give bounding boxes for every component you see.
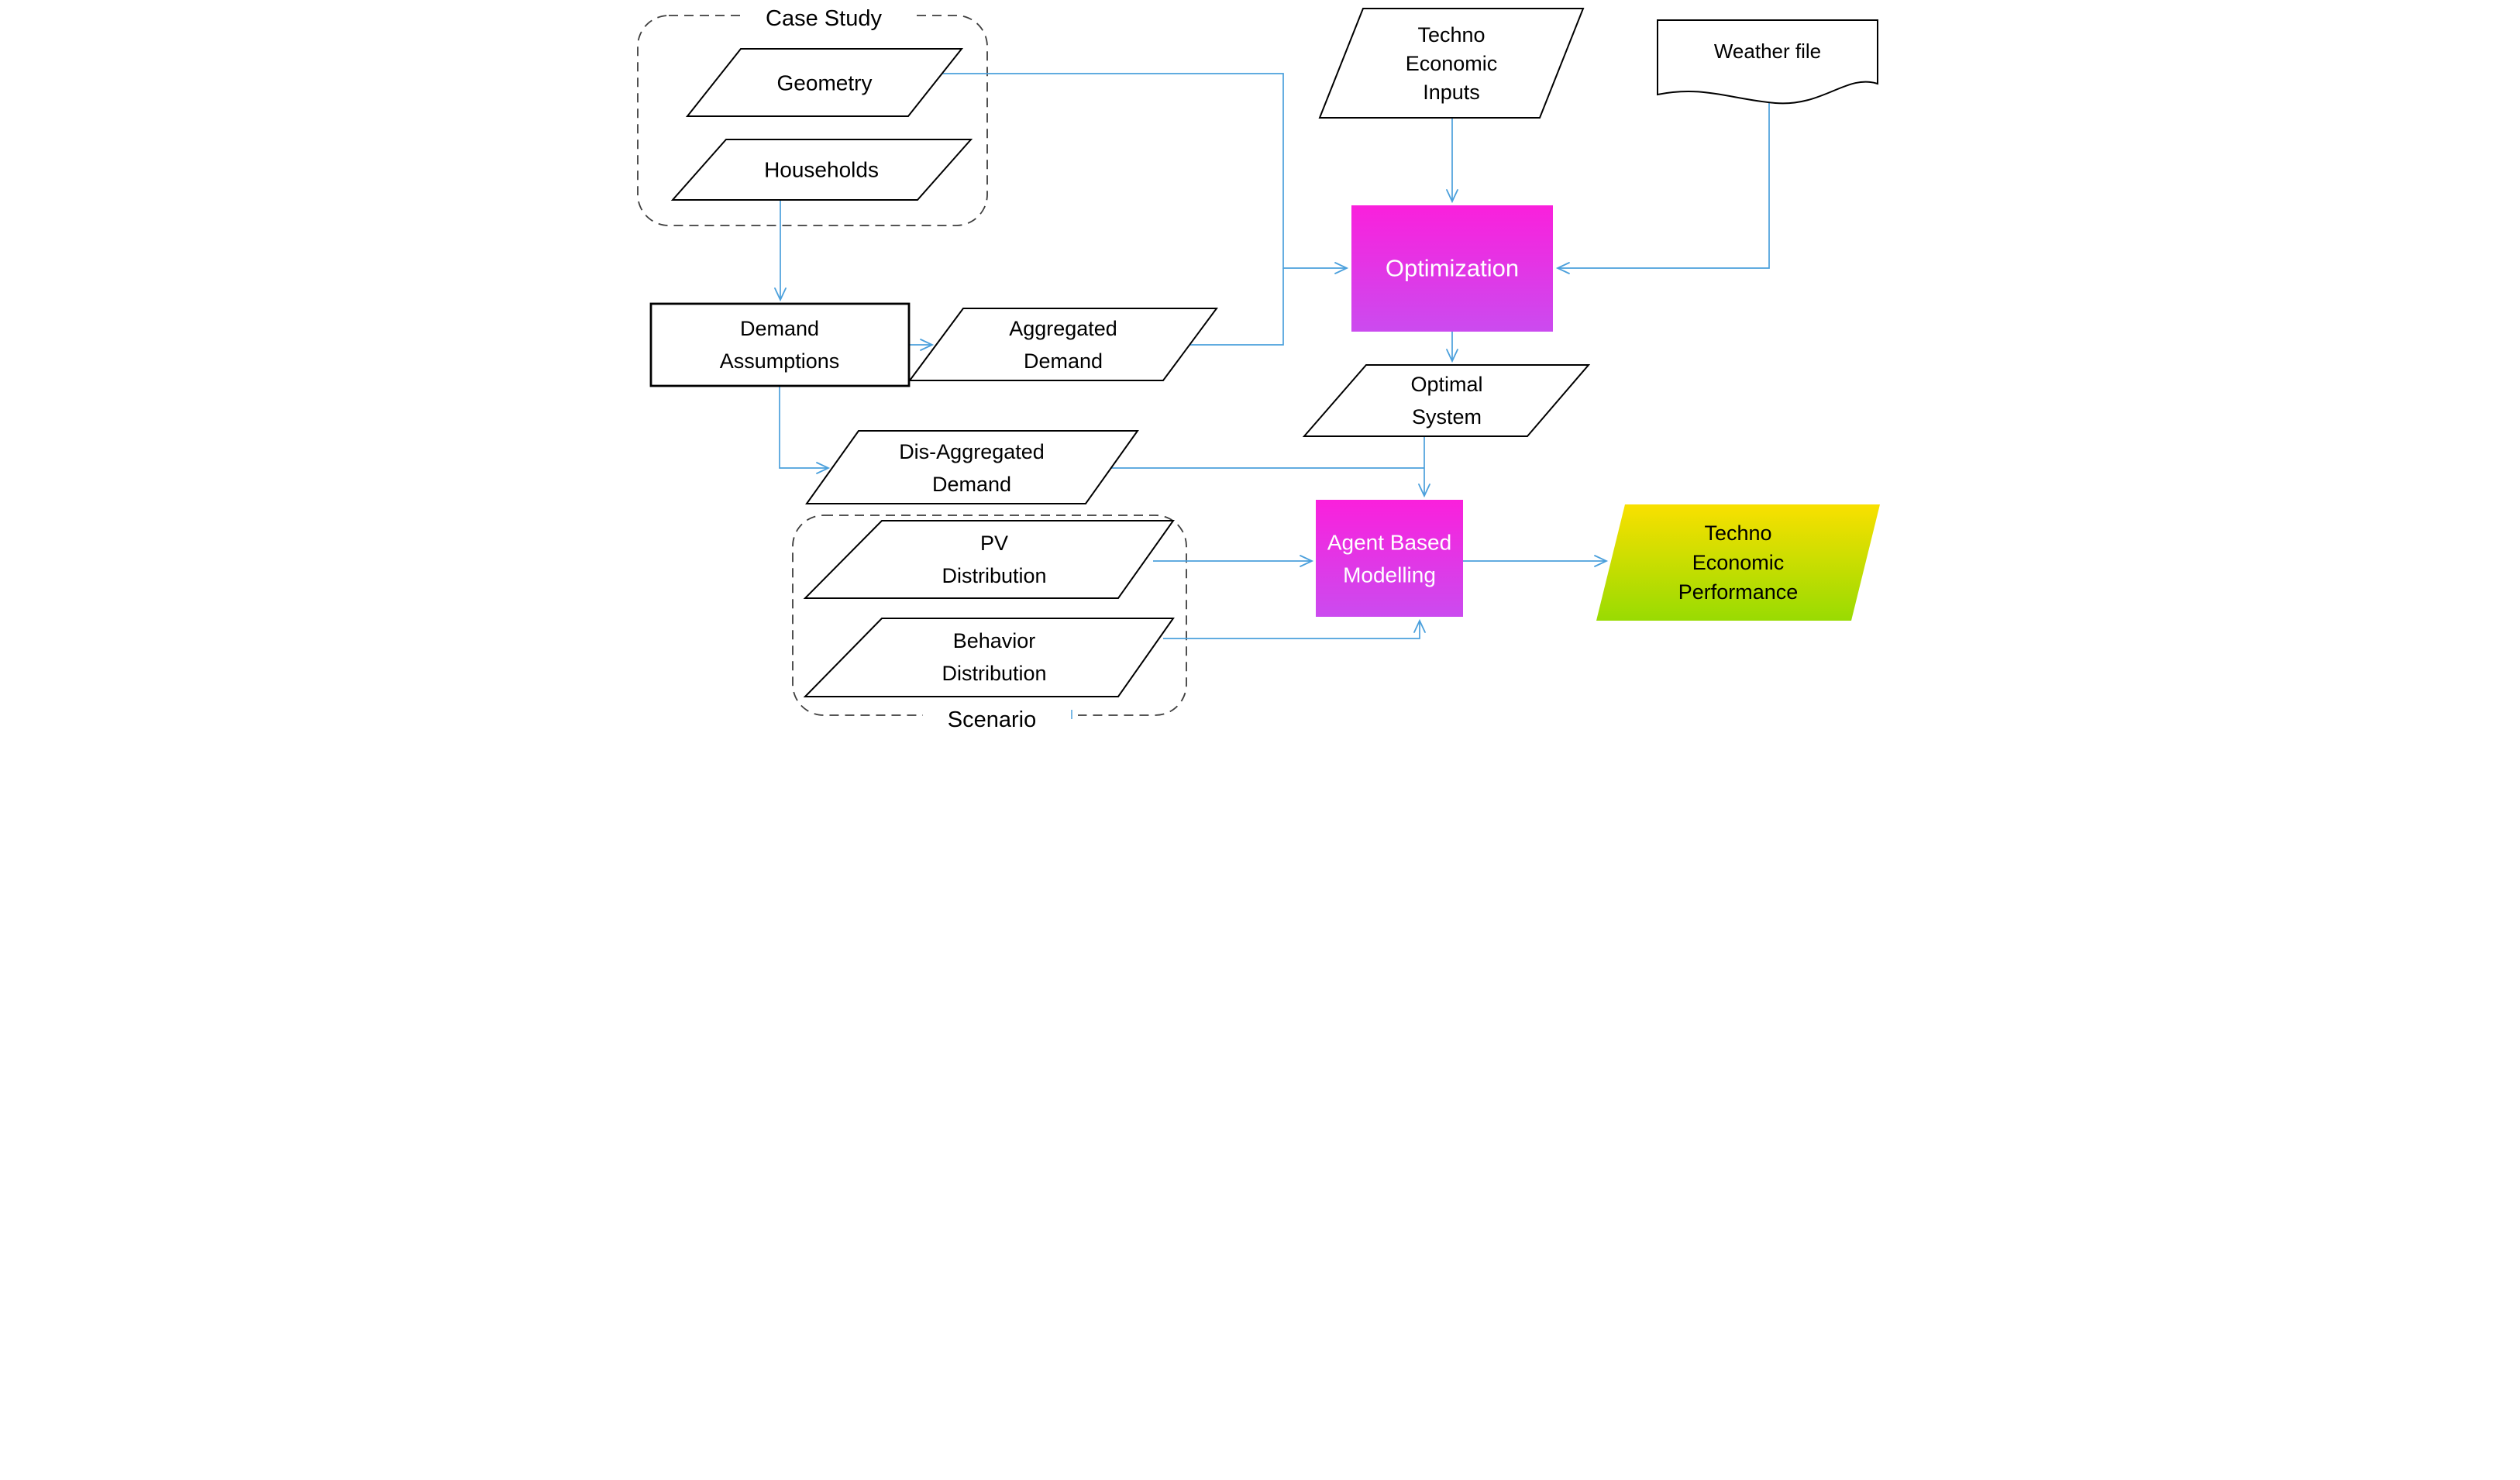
node-optimal-system-label-line: Optimal [1410, 373, 1482, 396]
node-optimization: Optimization [1351, 205, 1553, 332]
node-optimization-shape [1351, 205, 1553, 332]
node-techno-economic-inputs-shape [1318, 8, 1585, 119]
node-weather-file: Weather file [1657, 19, 1878, 105]
node-households-label: Households [764, 158, 879, 182]
edge-aggregated-demand-to-optimization [1189, 268, 1284, 346]
node-dis-aggregated-demand-label-line: Demand [932, 473, 1011, 496]
container-label-mask [923, 701, 1078, 735]
node-techno-economic-performance-shape [1596, 504, 1880, 621]
edge-geometry-to-optimization [942, 73, 1349, 274]
node-pv-distribution-label-line: Distribution [942, 564, 1046, 587]
techno-economic-flow-diagram: Case StudyScenarioGeometryHouseholdsTech… [630, 0, 1890, 740]
node-demand-assumptions-shape [649, 302, 911, 387]
node-behavior-distribution-shape [803, 618, 1175, 697]
node-pv-distribution: PV Distribution [803, 520, 1175, 599]
node-aggregated-demand-label-line: Demand [1024, 349, 1103, 373]
node-techno-economic-inputs-label-line: Techno [1417, 23, 1485, 46]
node-dis-aggregated-demand-label-line: Dis-Aggregated [899, 440, 1045, 463]
container-label-mask [744, 3, 914, 33]
node-techno-economic-performance-label-line: Performance [1678, 580, 1799, 604]
node-optimal-system-shape [1302, 364, 1591, 437]
node-weather-file-shape [1657, 19, 1878, 105]
container-scenario-label: Scenario [948, 707, 1036, 732]
node-households-shape [670, 139, 973, 201]
node-agent-based-modelling-shape [1316, 500, 1463, 617]
node-behavior-distribution-label-line: Distribution [942, 662, 1046, 685]
node-households: Households [670, 139, 973, 201]
node-weather-file-label: Weather file [1714, 40, 1821, 63]
node-optimization-label-line: Optimization [1386, 255, 1519, 282]
node-techno-economic-inputs-label-line: Inputs [1423, 81, 1480, 104]
node-demand-assumptions-label-line: Assumptions [720, 349, 840, 373]
node-behavior-distribution-label-line: Behavior [953, 629, 1036, 652]
node-optimization-label: Optimization [1386, 255, 1519, 282]
node-agent-based-modelling-label-line: Modelling [1343, 563, 1436, 587]
node-geometry-shape [685, 48, 964, 117]
edge-weather-file-to-optimization [1555, 101, 1770, 274]
node-pv-distribution-label: PV Distribution [942, 532, 1046, 587]
node-geometry-label-line: Geometry [777, 71, 873, 95]
edge-behavior-distribution-to-agent-based-modelling [1163, 618, 1426, 639]
node-optimal-system-label-line: System [1412, 405, 1482, 429]
node-aggregated-demand-shape [908, 308, 1218, 381]
node-geometry-label: Geometry [777, 71, 873, 95]
node-techno-economic-performance-label-line: Economic [1692, 551, 1785, 574]
node-techno-economic-performance-label-line: Techno [1704, 521, 1771, 545]
node-techno-economic-inputs-label-line: Economic [1406, 52, 1498, 75]
node-households-label-line: Households [764, 158, 879, 182]
node-weather-file-label-line: Weather file [1714, 40, 1821, 63]
node-pv-distribution-label-line: PV [980, 532, 1008, 555]
node-geometry: Geometry [685, 48, 964, 117]
container-case-study-label: Case Study [766, 6, 882, 31]
node-dis-aggregated-demand-shape [805, 430, 1139, 504]
node-pv-distribution-shape [803, 520, 1175, 599]
node-demand-assumptions-label-line: Demand [740, 317, 819, 340]
node-agent-based-modelling-label-line: Agent Based [1327, 531, 1451, 555]
container-scenario: Scenario [792, 515, 1187, 735]
edge-demand-assumptions-to-dis-aggregated-demand [779, 386, 831, 474]
container-case-study: Case Study [637, 3, 988, 226]
node-aggregated-demand-label-line: Aggregated [1009, 317, 1117, 340]
